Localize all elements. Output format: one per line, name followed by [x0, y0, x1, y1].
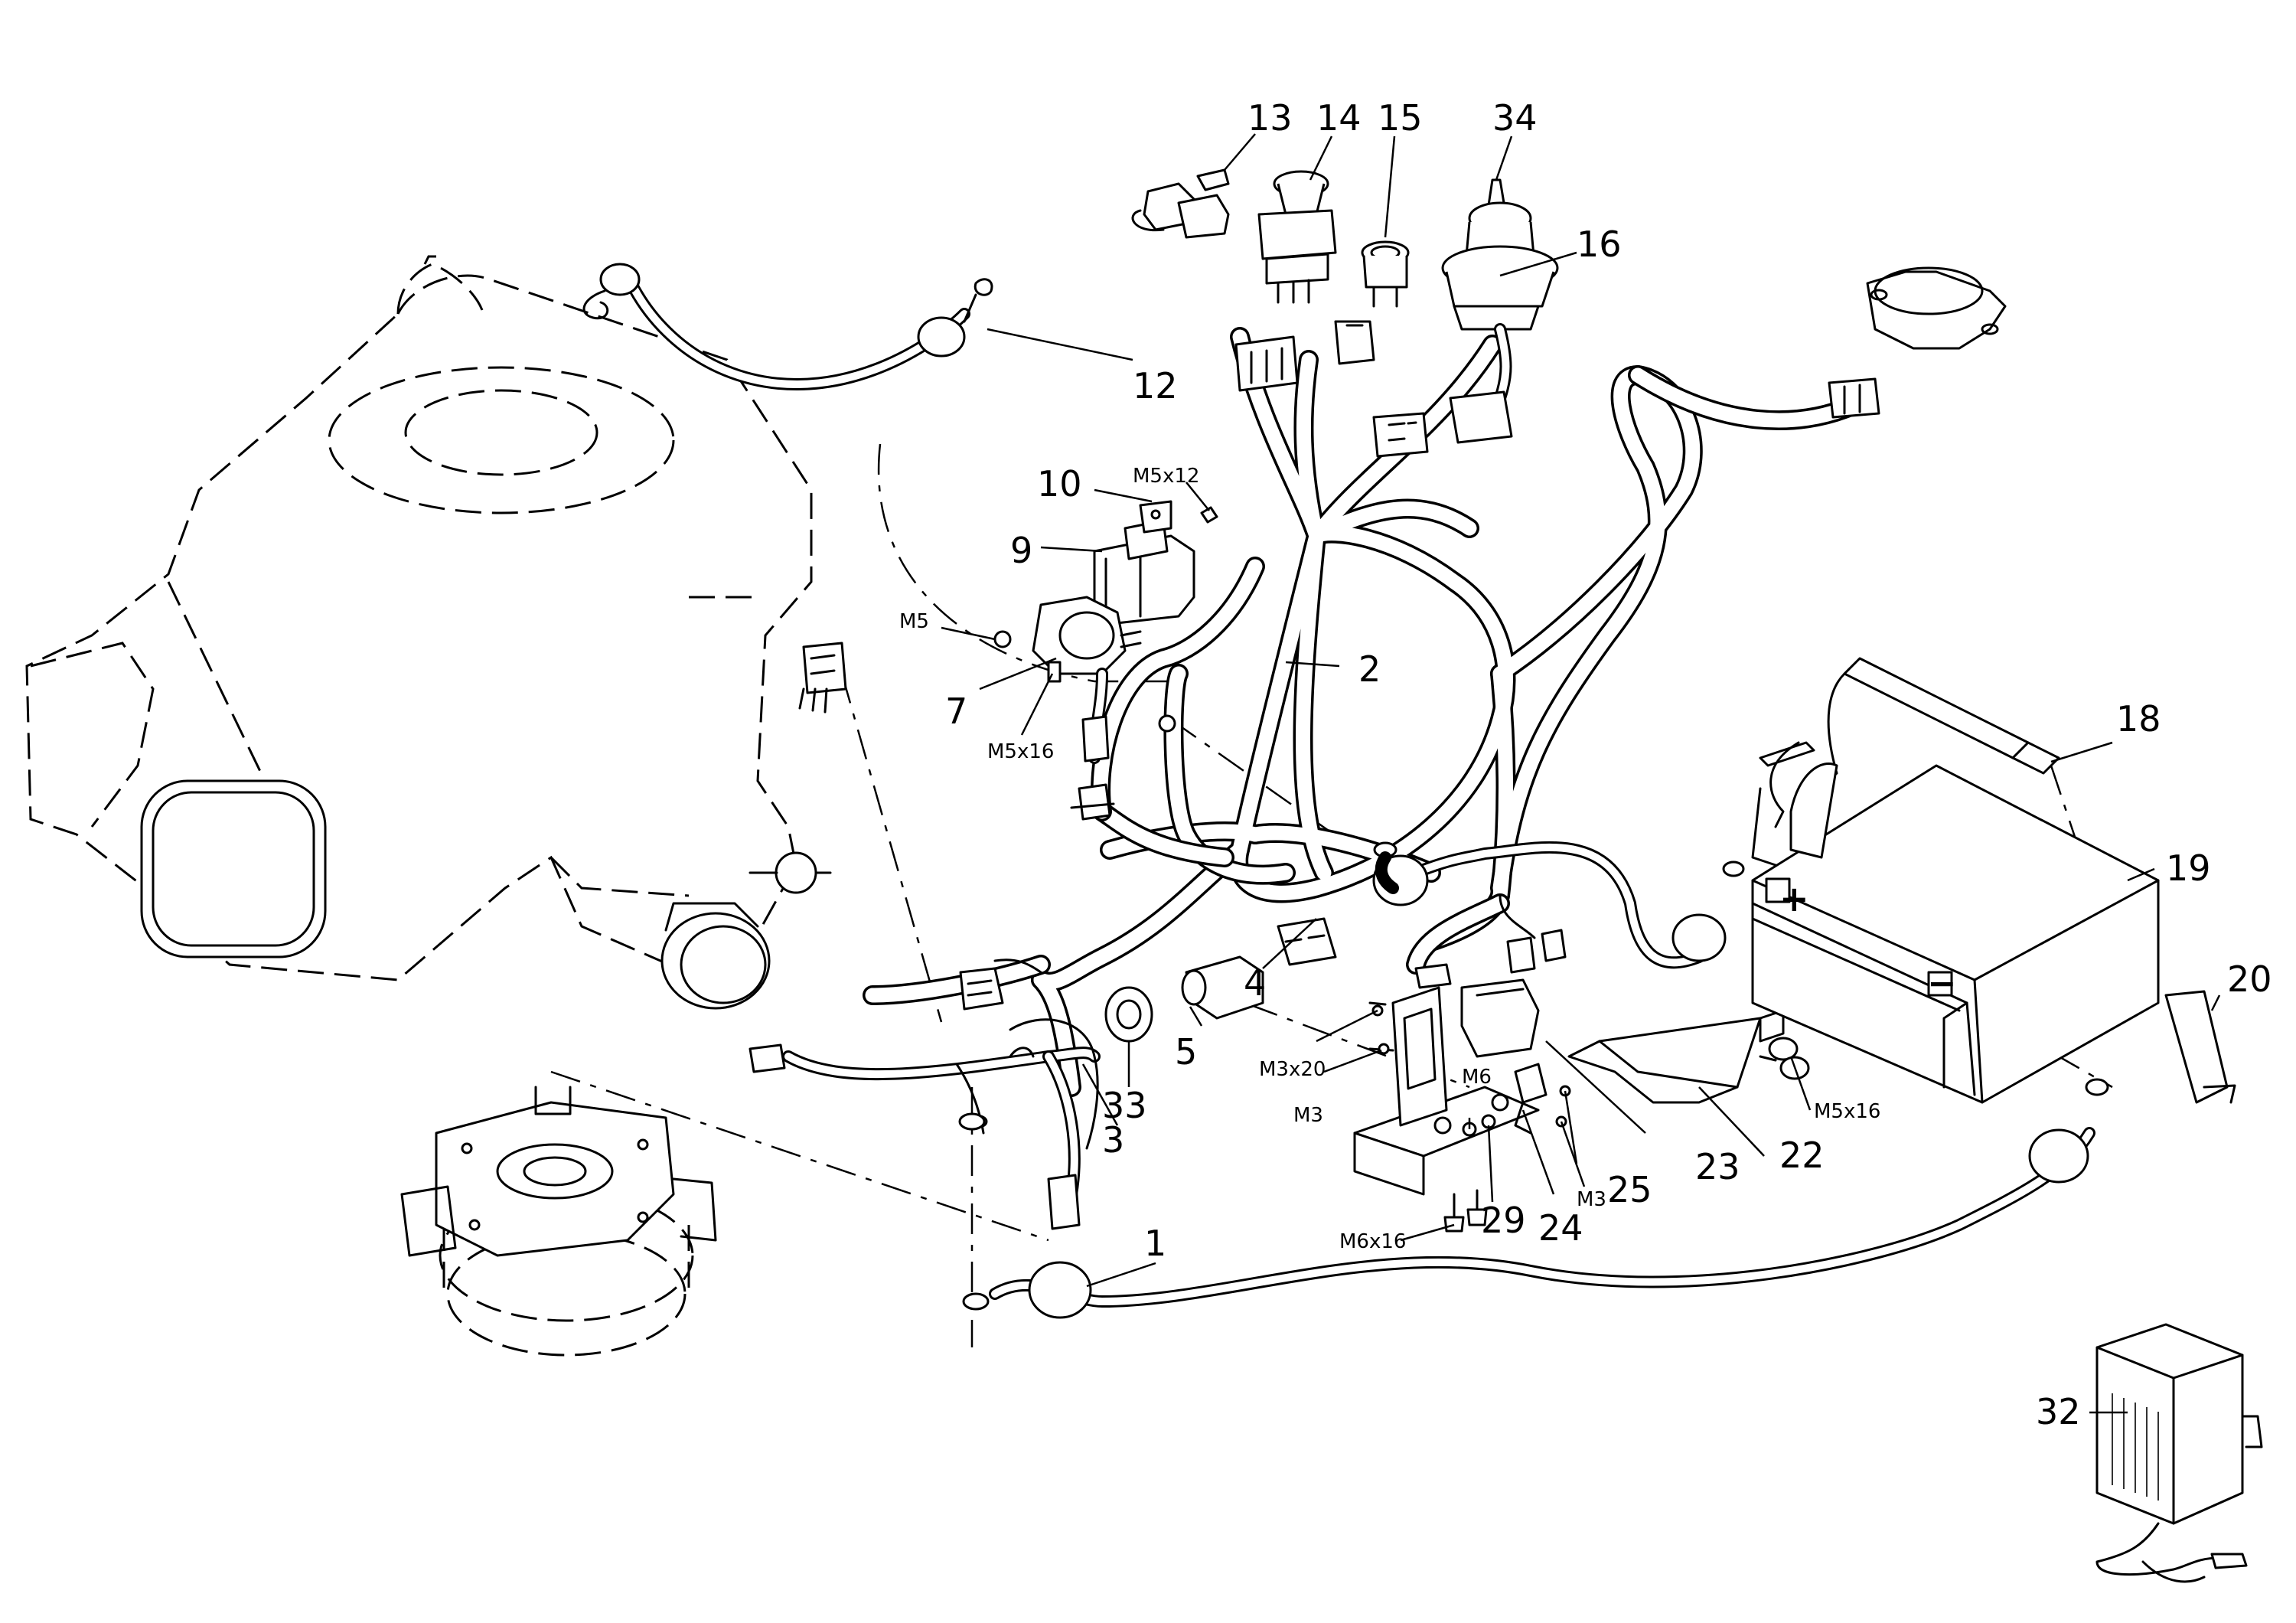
- main-harness: [863, 327, 1862, 1097]
- fastener-m3x20: M3x20: [1259, 1058, 1326, 1081]
- callout-23: 23: [1695, 1146, 1740, 1187]
- callout-22: 22: [1779, 1135, 1825, 1176]
- key-switch-16: [1441, 201, 1559, 404]
- fuse-holder-23: [1414, 963, 1540, 1058]
- mount-bracket-29: [1353, 986, 1540, 1196]
- relay-24: [1514, 1063, 1548, 1135]
- cable-1: [958, 1078, 2109, 1319]
- battery-positive-mark: +: [1779, 878, 1809, 919]
- connector-14-block: [1234, 335, 1299, 392]
- cable-4: [1372, 841, 1745, 969]
- solenoid-7: [993, 596, 1142, 683]
- callout-15: 15: [1378, 97, 1423, 139]
- connectors-lower-right: [1499, 894, 1567, 974]
- ignition-switch-14: [1257, 170, 1337, 304]
- fastener-m6: M6: [1462, 1066, 1492, 1089]
- fastener-m3-left: M3: [1293, 1104, 1323, 1127]
- interlock-switch-33: [1104, 986, 1153, 1043]
- pilot-lamp-15: [1361, 240, 1410, 308]
- key-34: [1487, 178, 1505, 207]
- callout-10: 10: [1037, 463, 1082, 505]
- leader-lines: [941, 133, 2221, 1414]
- connector-13-plug: [1131, 182, 1230, 239]
- connector-main-lower: [959, 958, 1042, 1011]
- charger-32: [2095, 1323, 2263, 1583]
- battery-terminal-marks: + −: [1779, 878, 1957, 1004]
- fastener-m5: M5: [899, 610, 929, 633]
- engine-pto-shaft: [660, 902, 771, 1010]
- callout-5: 5: [1175, 1031, 1197, 1073]
- callout-2: 2: [1358, 648, 1381, 690]
- callout-20: 20: [2227, 958, 2272, 1000]
- harness-3: [748, 1018, 1101, 1230]
- fuse-13: [1196, 168, 1230, 191]
- hour-meter-connector: [1828, 377, 1880, 419]
- callout-labels: 13 14 15 34 16 12 10 9 7 2 18 19 20 4 5 …: [945, 97, 2272, 1432]
- callout-4: 4: [1244, 962, 1266, 1004]
- battery-clamp-20: [2164, 990, 2236, 1104]
- callout-16: 16: [1577, 224, 1622, 265]
- fastener-m5x16-relay: M5x16: [987, 740, 1054, 763]
- engine-oil-sensor: [748, 851, 832, 894]
- fastener-m6x16: M6x16: [1339, 1230, 1406, 1253]
- connector-15-plug: [1334, 320, 1375, 365]
- battery-bolts: [1759, 1037, 1810, 1080]
- callout-32: 32: [2036, 1391, 2081, 1432]
- seat-switch-5: [1181, 917, 1337, 1020]
- callout-25: 25: [1607, 1169, 1652, 1210]
- fastener-m5x12: M5x12: [1133, 465, 1199, 488]
- callout-1: 1: [1144, 1223, 1166, 1264]
- callout-13: 13: [1247, 97, 1293, 139]
- fastener-m5x16-battery: M5x16: [1814, 1100, 1880, 1123]
- callout-3: 3: [1102, 1119, 1124, 1161]
- bracket-10: [1139, 500, 1218, 534]
- pto-clutch: [400, 1086, 717, 1357]
- battery-bracket-left: [1751, 763, 1838, 867]
- hour-meter: [1866, 266, 2007, 350]
- connector-16-plug: [1372, 390, 1513, 458]
- cable-12: [582, 263, 993, 390]
- connectors-7-leads: [1070, 668, 1176, 821]
- engine-muffler: [140, 779, 327, 958]
- battery-bracket-22: [1567, 1009, 1785, 1104]
- callout-29: 29: [1481, 1200, 1526, 1241]
- callout-12: 12: [1133, 365, 1178, 407]
- battery-strap-18: [1759, 657, 2060, 828]
- engine-connector-plug: [798, 642, 847, 714]
- battery-negative-mark: −: [1927, 962, 1957, 1004]
- callout-9: 9: [1010, 530, 1032, 571]
- callout-7: 7: [945, 691, 967, 732]
- callout-18: 18: [2116, 698, 2161, 740]
- callout-24: 24: [1538, 1207, 1583, 1249]
- callout-14: 14: [1316, 97, 1362, 139]
- callout-19: 19: [2166, 847, 2211, 889]
- fastener-m3-right: M3: [1577, 1188, 1606, 1211]
- engine-outline: [25, 255, 813, 981]
- callout-33: 33: [1102, 1085, 1147, 1126]
- fastener-labels: M5x12 M5 M5x16 M3x20 M3 M6 M3 M6x16 M5x1…: [899, 465, 1880, 1253]
- battery-19: [1751, 764, 2160, 1104]
- callout-34: 34: [1492, 97, 1538, 139]
